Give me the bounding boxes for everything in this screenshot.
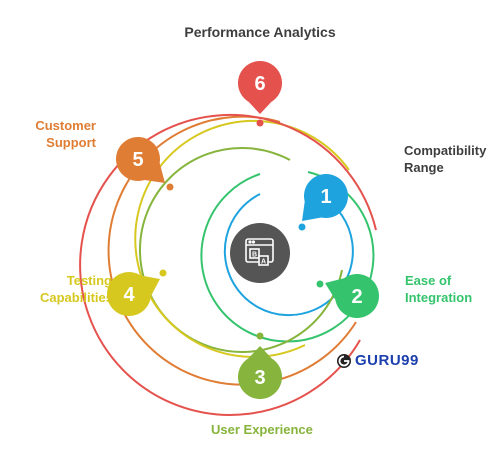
- marker-bubble: [238, 60, 282, 114]
- guru99-logo-icon: [337, 353, 351, 368]
- marker-bubble: [302, 174, 349, 221]
- marker-4: 4: [107, 271, 160, 316]
- marker-bubble: [325, 274, 380, 319]
- label-testing-capabilities: Testing Capabilities: [40, 273, 113, 305]
- connector-dot-5: [166, 183, 174, 191]
- marker-number: 6: [254, 73, 265, 95]
- connector-dot-6: [256, 119, 264, 127]
- label-compatibility-range: Compatibility Range: [404, 143, 487, 175]
- label-user-experience: User Experience: [211, 422, 313, 437]
- marker-bubble: [238, 346, 283, 399]
- marker-2: 2: [325, 274, 380, 319]
- ring-6: [79, 113, 377, 416]
- ring-1: [223, 193, 354, 317]
- ring-2: [200, 171, 375, 343]
- connector-dot-4: [159, 269, 167, 277]
- label-ease-of-integration: Ease of Integration: [405, 273, 473, 305]
- marker-1: 1: [302, 174, 349, 221]
- marker-3: 3: [238, 346, 283, 399]
- marker-bubble: [107, 271, 160, 316]
- marker-number: 5: [132, 149, 143, 171]
- title-label: Performance Analytics: [184, 24, 336, 40]
- connector-dot-1: [298, 223, 306, 231]
- label-customer-support: Customer Support: [35, 118, 96, 150]
- marker-number: 3: [254, 367, 265, 389]
- marker-number: 1: [320, 186, 331, 208]
- brand-logo: GURU99: [336, 352, 419, 369]
- marker-bubble: [116, 137, 165, 183]
- marker-number: 2: [351, 286, 362, 308]
- connector-dot-3: [256, 332, 264, 340]
- marker-6: 6: [238, 60, 282, 114]
- svg-text:B: B: [252, 252, 257, 259]
- marker-number: 4: [123, 284, 135, 306]
- connector-dot-2: [316, 280, 324, 288]
- marker-5: 5: [116, 137, 165, 183]
- brand-text: GURU99: [355, 352, 419, 369]
- browser-window-ab-test-icon: B A: [245, 238, 274, 266]
- center-circle: [230, 223, 290, 283]
- svg-text:A: A: [261, 259, 266, 266]
